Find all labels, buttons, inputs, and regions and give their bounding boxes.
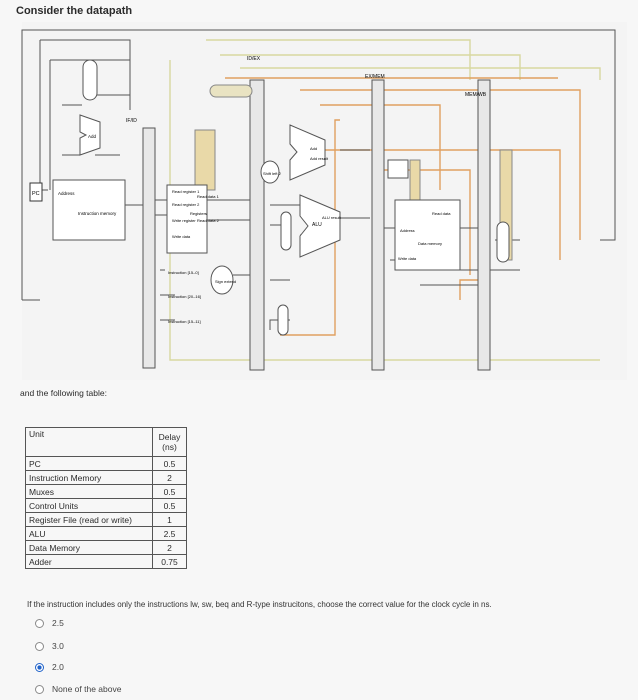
instruction-20-16-label: Instruction [20–16]: [168, 294, 201, 299]
pc-adder-label: Add: [88, 134, 97, 139]
option-2-0[interactable]: 2.0: [35, 662, 64, 672]
radio-button[interactable]: [35, 684, 44, 694]
delay-cell: 0.5: [152, 484, 187, 499]
radio-button-selected[interactable]: [35, 662, 44, 672]
instruction-memory-label: Instruction memory: [78, 211, 117, 216]
delay-cell: 2: [152, 470, 187, 485]
data-memory-label: Data memory: [418, 241, 442, 246]
radio-button[interactable]: [35, 641, 44, 651]
add-result-label: Add result: [310, 156, 329, 161]
read-data-1-label: Read data 1: [197, 194, 220, 199]
read-register-1-label: Read register 1: [172, 189, 200, 194]
mem-write-data-label: Write data: [398, 256, 417, 261]
write-register-label: Write register: [172, 218, 196, 223]
radio-button[interactable]: [35, 618, 44, 628]
alu-result-label: ALU result: [322, 215, 342, 220]
sign-extend-label: Sign extend: [215, 279, 236, 284]
control-unit: [194, 129, 216, 191]
option-none-of-the-above[interactable]: None of the above: [35, 684, 121, 694]
id-ex-label: ID/EX: [247, 56, 261, 62]
pc-label: PC: [32, 191, 40, 197]
sign-extend: [210, 265, 234, 295]
unit-cell: Instruction Memory: [25, 470, 153, 485]
register-file: [166, 184, 208, 254]
header-delay: Delay (ns): [152, 427, 187, 457]
shift-left-2: [260, 160, 280, 184]
delay-cell: 0.5: [152, 456, 187, 471]
id-ex-register: [249, 79, 265, 371]
delay-cell: 2: [152, 540, 187, 555]
option-label: 2.0: [52, 662, 64, 672]
instruction-15-11-label: Instruction [15–11]: [168, 319, 201, 324]
option-2-5[interactable]: 2.5: [35, 618, 64, 628]
read-data-2-label: Read data 2: [197, 218, 220, 223]
pc-adder: [79, 114, 101, 156]
pc-mux: [82, 59, 98, 101]
alu-src-mux: [280, 211, 292, 251]
unit-cell: PC: [25, 456, 153, 471]
if-id-register: [142, 127, 156, 369]
mem-to-reg-mux: [496, 221, 510, 263]
unit-cell: Muxes: [25, 484, 153, 499]
mem-address-label: Address: [400, 228, 415, 233]
ex-mem-label: EX/MEM: [365, 74, 385, 80]
write-data-label: Write data: [172, 234, 191, 239]
reg-dst-mux: [277, 304, 289, 336]
address-label: Address: [58, 191, 75, 196]
header-unit: Unit: [25, 427, 153, 457]
control-signal-block: [209, 84, 253, 98]
alu: [299, 194, 341, 258]
question-heading: Consider the datapath: [16, 5, 133, 17]
branch-adder: [289, 124, 326, 181]
delay-cell: 0.75: [152, 554, 187, 569]
if-id-label: IF/ID: [126, 118, 137, 124]
unit-cell: ALU: [25, 526, 153, 541]
add-label: Add: [310, 146, 317, 151]
delay-cell: 2.5: [152, 526, 187, 541]
table-header-row: Unit Delay (ns): [25, 427, 187, 457]
ex-mem-register: [371, 79, 385, 371]
datapath-diagram: PC Address Instruction memory Add IF/ID …: [21, 22, 627, 380]
read-register-2-label: Read register 2: [172, 202, 200, 207]
unit-cell: Control Units: [25, 498, 153, 513]
delay-cell: 0.5: [152, 498, 187, 513]
branch-and-gate: [387, 159, 409, 179]
option-label: 3.0: [52, 641, 64, 651]
option-label: 2.5: [52, 618, 64, 628]
instruction-memory-block: [52, 179, 126, 241]
following-text: and the following table:: [20, 388, 107, 398]
delay-cell: 1: [152, 512, 187, 527]
registers-label: Registers: [190, 211, 207, 216]
unit-cell: Data Memory: [25, 540, 153, 555]
question-text: If the instruction includes only the ins…: [27, 600, 492, 609]
shift-left-2-label: Shift left 2: [263, 171, 282, 176]
option-label: None of the above: [52, 684, 122, 694]
pc-register: [29, 182, 43, 202]
read-data-label: Read data: [432, 211, 451, 216]
mem-wb-register: [477, 79, 491, 371]
mem-wb-label: MEM/WB: [465, 92, 487, 98]
alu-label: ALU: [312, 222, 322, 228]
unit-cell: Register File (read or write): [25, 512, 153, 527]
instruction-15-0-label: Instruction [15–0]: [168, 270, 199, 275]
option-3-0[interactable]: 3.0: [35, 641, 64, 651]
data-memory-block: [394, 199, 461, 271]
unit-cell: Adder: [25, 554, 153, 569]
table-row: Register File (read or write)1: [25, 512, 187, 527]
